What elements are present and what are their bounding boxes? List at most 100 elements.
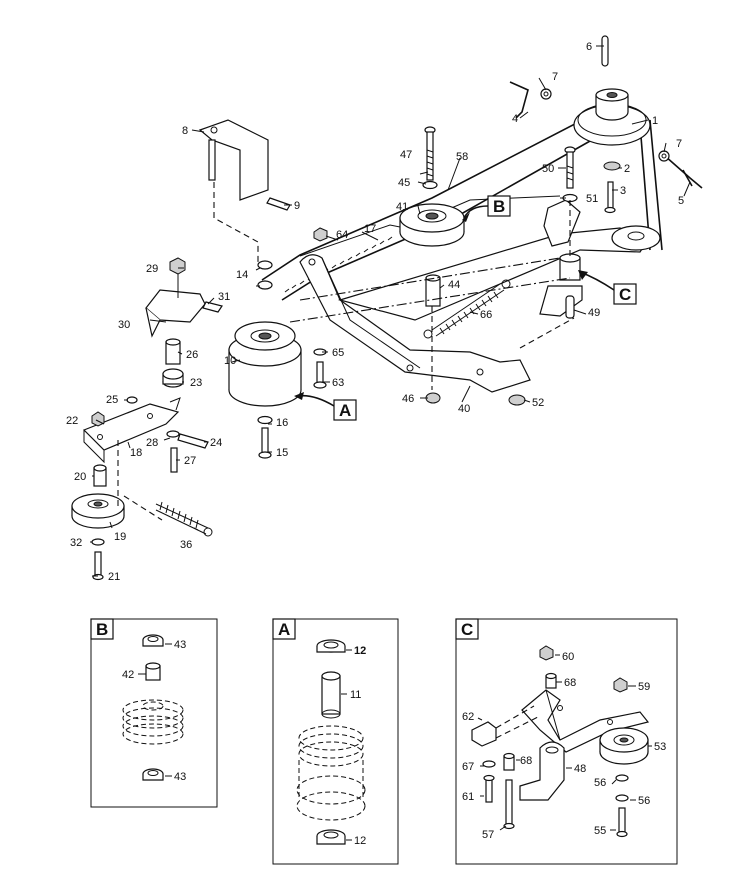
callout-1: 1 bbox=[652, 115, 658, 127]
nut-64 bbox=[313, 227, 328, 242]
callout-62: 60 bbox=[562, 651, 574, 663]
callout-12-bottom: 12 bbox=[354, 835, 366, 847]
callout-44: 44 bbox=[448, 279, 460, 291]
callout-52: 52 bbox=[532, 397, 544, 409]
view-label-c: C bbox=[619, 285, 631, 304]
callout-55: 55 bbox=[594, 825, 606, 837]
callout-28: 28 bbox=[146, 437, 158, 449]
spring-36 bbox=[155, 501, 213, 537]
washer-bolt-2-3 bbox=[603, 161, 621, 214]
washer-25 bbox=[126, 396, 138, 404]
inset-b-title: B bbox=[96, 620, 108, 639]
inset-c-title: C bbox=[461, 620, 473, 639]
callout-15: 15 bbox=[276, 447, 288, 459]
callout-53: 53 bbox=[654, 741, 666, 753]
callout-4: 4 bbox=[512, 113, 518, 125]
callout-17: 17 bbox=[364, 223, 376, 235]
callout-11: 11 bbox=[350, 689, 361, 701]
nut-46 bbox=[425, 392, 441, 404]
inset-a-title: A bbox=[278, 620, 290, 639]
callout-16: 16 bbox=[276, 417, 288, 429]
spring-66 bbox=[423, 279, 511, 339]
callout-59: 62 bbox=[462, 711, 474, 723]
callout-30: 30 bbox=[118, 319, 130, 331]
callout-23: 23 bbox=[190, 377, 202, 389]
callout-31: 31 bbox=[218, 291, 230, 303]
callout-5: 5 bbox=[678, 195, 684, 207]
tensioner-pulley-41 bbox=[399, 203, 465, 247]
callout-51: 51 bbox=[586, 193, 598, 205]
leader-lines bbox=[90, 45, 691, 577]
inset-c: C bbox=[455, 618, 678, 865]
callout-57: 59 bbox=[638, 681, 650, 693]
callout-40: 40 bbox=[458, 403, 470, 415]
callout-68-top: 68 bbox=[564, 677, 576, 689]
callout-24: 24 bbox=[210, 437, 222, 449]
callout-29: 29 bbox=[146, 263, 158, 275]
callout-67: 57 bbox=[482, 829, 494, 841]
belt-guide-left bbox=[509, 81, 552, 119]
view-label-a: A bbox=[339, 401, 351, 420]
callout-6: 6 bbox=[586, 41, 592, 53]
callout-36: 36 bbox=[180, 539, 192, 551]
callout-32: 32 bbox=[70, 537, 82, 549]
idler-arm-c bbox=[539, 199, 661, 319]
view-marker-b: B bbox=[462, 195, 511, 222]
callout-64: 64 bbox=[336, 229, 348, 241]
pulley-19 bbox=[71, 493, 125, 529]
callout-68-bottom: 68 bbox=[520, 755, 532, 767]
callout-49: 49 bbox=[588, 307, 600, 319]
callout-26: 26 bbox=[186, 349, 198, 361]
callout-18: 18 bbox=[130, 447, 142, 459]
key-part bbox=[601, 35, 609, 67]
bolt-63-washer-65 bbox=[313, 348, 327, 389]
callout-20: 20 bbox=[74, 471, 86, 483]
callout-22: 22 bbox=[66, 415, 78, 427]
callout-12-top: 12 bbox=[354, 645, 366, 657]
callout-9: 9 bbox=[294, 200, 300, 212]
callout-27: 27 bbox=[184, 455, 196, 467]
nut-52 bbox=[508, 394, 526, 406]
nut-22 bbox=[91, 411, 105, 427]
callout-65: 65 bbox=[332, 347, 344, 359]
callout-50: 50 bbox=[542, 163, 554, 175]
callout-63: 63 bbox=[332, 377, 344, 389]
callout-61: 67 bbox=[462, 761, 474, 773]
callout-3: 3 bbox=[620, 185, 626, 197]
inset-b: B 43 42 43 bbox=[90, 618, 218, 808]
callout-48: 48 bbox=[574, 763, 586, 775]
spacers-14 bbox=[257, 260, 273, 290]
callout-42: 42 bbox=[122, 669, 134, 681]
callout-66: 66 bbox=[480, 309, 492, 321]
callout-41: 41 bbox=[396, 201, 408, 213]
callout-8: 8 bbox=[182, 125, 188, 137]
callout-58: 58 bbox=[456, 151, 468, 163]
inset-a: A 12 11 12 bbox=[272, 618, 399, 865]
ghost-pulley-b bbox=[122, 699, 184, 745]
callout-14: 14 bbox=[236, 269, 248, 281]
callout-46: 46 bbox=[402, 393, 414, 405]
callout-60: 61 bbox=[462, 791, 474, 803]
bracket-30 bbox=[145, 257, 223, 338]
view-label-b: B bbox=[493, 197, 505, 216]
callout-10: 10 bbox=[224, 355, 236, 367]
idler-pulley-10 bbox=[228, 321, 302, 407]
callout-47: 47 bbox=[400, 149, 412, 161]
callout-numbers-main: 1 2 3 4 5 6 7 7 8 9 10 14 15 16 17 18 19… bbox=[66, 41, 684, 583]
callout-21: 21 bbox=[108, 571, 120, 583]
callout-43-top: 43 bbox=[174, 639, 186, 651]
callout-56-top: 56 bbox=[594, 777, 606, 789]
callout-43-bottom: 43 bbox=[174, 771, 186, 783]
callout-7b: 7 bbox=[676, 138, 682, 150]
drive-pulley bbox=[573, 88, 651, 146]
callout-25: 25 bbox=[106, 394, 118, 406]
bolt-24 bbox=[166, 430, 209, 449]
view-marker-a: A bbox=[294, 392, 357, 421]
plate-18 bbox=[82, 397, 181, 464]
callout-7a: 7 bbox=[552, 71, 558, 83]
spacer-26 bbox=[165, 338, 181, 365]
callout-56-bottom: 56 bbox=[638, 795, 650, 807]
ghost-pulley-a bbox=[296, 725, 366, 821]
main-exploded-view: B C A 1 2 3 4 5 6 7 7 8 9 10 14 bbox=[66, 35, 703, 583]
